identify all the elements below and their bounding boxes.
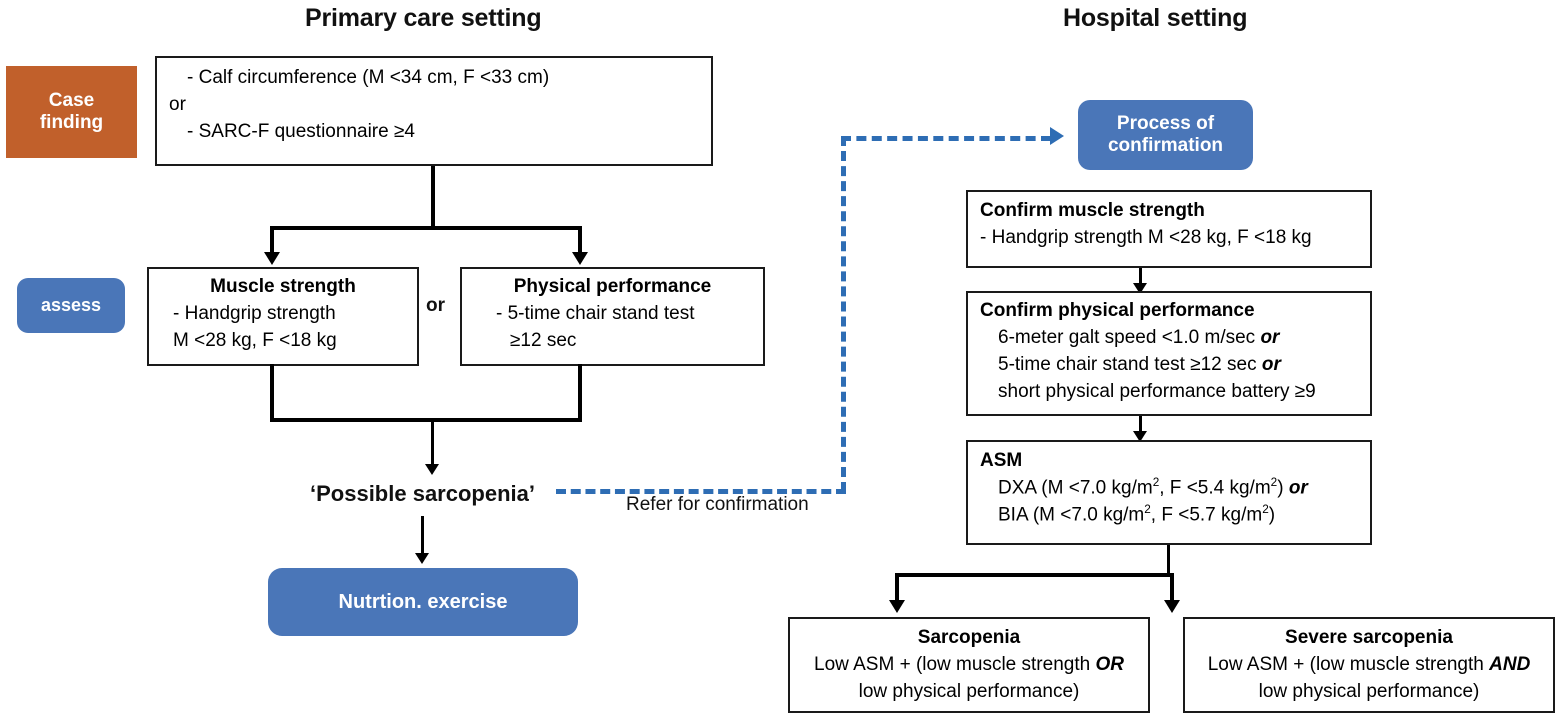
connector-outcome-right (1170, 573, 1174, 603)
stage-chip-process-of-confirmation: Process of confirmation (1078, 100, 1253, 170)
sarcopenia-line2: low physical performance) (858, 680, 1080, 702)
referral-dash-horizontal-lower (556, 489, 846, 494)
process-confirmation-line2: confirmation (1107, 135, 1224, 156)
sarcopenia-outcome-box: Sarcopenia Low ASM + (low muscle strengt… (788, 617, 1150, 713)
sarcopenia-line1-or: OR (1095, 653, 1124, 675)
asm-bia-prefix: BIA (M <7.0 kg/m (998, 504, 1145, 526)
connector-performance-to-asm (1139, 416, 1142, 434)
asm-bia-mid: , F <5.7 kg/m (1150, 504, 1263, 526)
confirm-muscle-strength-title: Confirm muscle strength (980, 200, 1205, 221)
sarcopenia-line1: Low ASM + (low muscle strength (814, 653, 1096, 675)
confirm-performance-line1: 6-meter galt speed <1.0 m/sec (998, 326, 1261, 348)
process-confirmation-line1: Process of (1116, 113, 1215, 135)
case-finding-or: or (169, 93, 186, 115)
connector-outcome-left (895, 573, 899, 603)
confirm-performance-line2-or: or (1261, 353, 1281, 375)
arrow-to-confirm-performance (1133, 283, 1147, 294)
severe-sarcopenia-outcome-box: Severe sarcopenia Low ASM + (low muscle … (1183, 617, 1555, 713)
muscle-strength-box: Muscle strength - Handgrip strength M <2… (147, 267, 419, 366)
referral-arrow-icon (1050, 127, 1064, 145)
asm-dxa-suffix: ) (1277, 477, 1289, 499)
asm-dxa-prefix: DXA (M <7.0 kg/m (998, 477, 1153, 499)
asm-dxa-exp-1: 2 (1152, 475, 1160, 489)
case-finding-criterion-2: - SARC-F questionnaire ≥4 (187, 120, 415, 142)
asm-bia-exp-2: 2 (1262, 503, 1269, 517)
confirm-performance-line2: 5-time chair stand test ≥12 sec (998, 353, 1262, 375)
treatment-box-nutrition-exercise: Nutrtion. exercise (268, 568, 578, 636)
connector-merge-right (578, 364, 582, 422)
confirm-performance-title: Confirm physical performance (980, 300, 1255, 321)
referral-dash-vertical (841, 136, 846, 492)
asm-box: ASM DXA (M <7.0 kg/m2, F <5.4 kg/m2) or … (966, 440, 1372, 545)
case-finding-criterion-1: - Calf circumference (M <34 cm, F <33 cm… (187, 67, 550, 88)
arrow-to-possible-sarcopenia (425, 464, 439, 475)
case-finding-box: - Calf circumference (M <34 cm, F <33 cm… (155, 56, 713, 166)
arrow-to-asm (1133, 431, 1147, 442)
connector-split-bar (270, 226, 582, 230)
page-title-primary-care: Primary care setting (305, 4, 542, 32)
arrow-to-sarcopenia (889, 600, 905, 613)
stage-chip-assess: assess (17, 278, 125, 333)
severe-sarcopenia-line1-and: AND (1489, 653, 1531, 675)
possible-sarcopenia-label: ‘Possible sarcopenia’ (310, 481, 535, 506)
connector-split-right (578, 226, 582, 254)
confirm-muscle-strength-box: Confirm muscle strength - Handgrip stren… (966, 190, 1372, 268)
connector-merge-down (431, 418, 434, 468)
asm-bia-suffix: ) (1268, 504, 1276, 526)
asm-dxa-mid: , F <5.4 kg/m (1159, 477, 1271, 499)
or-connector-label: or (426, 295, 445, 316)
severe-sarcopenia-line2: low physical performance) (1258, 680, 1480, 702)
asm-dxa-or: or (1288, 477, 1308, 499)
severe-sarcopenia-title: Severe sarcopenia (1285, 627, 1453, 648)
asm-dxa-exp-2: 2 (1270, 475, 1278, 489)
connector-asm-down (1167, 545, 1170, 577)
confirm-performance-line1-or: or (1260, 326, 1280, 348)
connector-split-left (270, 226, 274, 254)
confirm-performance-line3: short physical performance battery ≥9 (998, 380, 1316, 402)
asm-bia-exp-1: 2 (1144, 503, 1151, 517)
muscle-strength-line1: - Handgrip strength (173, 302, 336, 324)
severe-sarcopenia-line1: Low ASM + (low muscle strength (1207, 653, 1490, 675)
physical-performance-title: Physical performance (513, 276, 712, 297)
confirm-muscle-strength-line1: - Handgrip strength M <28 kg, F <18 kg (980, 226, 1312, 248)
connector-strength-to-performance (1139, 268, 1142, 286)
arrow-to-treatment (415, 553, 429, 564)
referral-label: Refer for confirmation (626, 494, 809, 515)
muscle-strength-line2: M <28 kg, F <18 kg (173, 329, 337, 351)
connector-merge-left (270, 364, 274, 422)
case-finding-label-line1: Case (48, 90, 95, 112)
referral-dash-horizontal-upper (841, 136, 1051, 141)
connector-casefinding-down (431, 166, 435, 228)
arrow-to-severe-sarcopenia (1164, 600, 1180, 613)
confirm-physical-performance-box: Confirm physical performance 6-meter gal… (966, 291, 1372, 416)
physical-performance-line1: - 5-time chair stand test (496, 302, 695, 324)
connector-to-treatment (421, 516, 424, 556)
muscle-strength-title: Muscle strength (210, 276, 356, 297)
asm-title: ASM (980, 450, 1023, 471)
connector-merge-bar (270, 418, 582, 422)
page-title-hospital: Hospital setting (1063, 4, 1248, 32)
connector-outcome-bar (895, 573, 1174, 577)
sarcopenia-title: Sarcopenia (917, 627, 1021, 648)
case-finding-label-line2: finding (39, 112, 104, 133)
arrow-to-muscle-strength (264, 252, 280, 265)
arrow-to-physical-performance (572, 252, 588, 265)
stage-chip-case-finding: Case finding (6, 66, 137, 158)
physical-performance-line2: ≥12 sec (510, 329, 577, 351)
physical-performance-box: Physical performance - 5-time chair stan… (460, 267, 765, 366)
